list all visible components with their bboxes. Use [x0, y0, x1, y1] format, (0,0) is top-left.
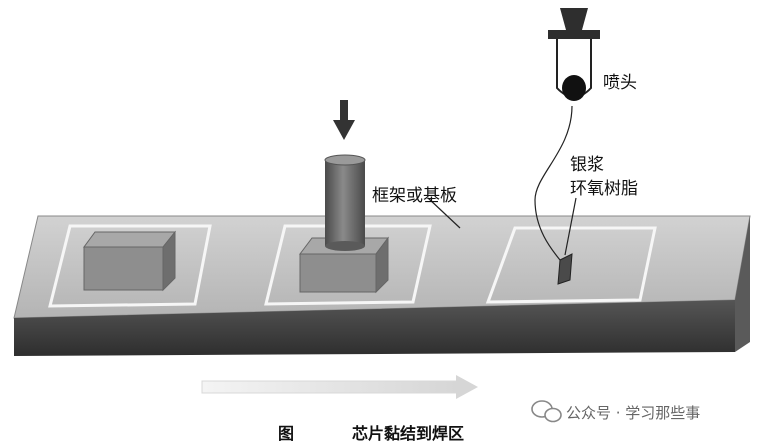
bond-pad-frame-3 [485, 226, 657, 304]
press-down-arrow [333, 100, 355, 140]
caption-prefix: 图 [278, 424, 295, 443]
leader-line-frame [427, 197, 461, 229]
press-cylinder [324, 154, 366, 251]
substrate-right-face [735, 216, 750, 352]
leader-line-adhesive [534, 105, 573, 261]
watermark-text: 公众号 · 学习那些事 [566, 404, 701, 422]
nozzle-label: 喷头 [603, 73, 637, 93]
substrate-front-face [14, 300, 735, 356]
frame-substrate-label: 框架或基板 [372, 186, 457, 206]
epoxy-label: 环氧树脂 [570, 179, 638, 199]
process-direction-arrow [201, 375, 478, 399]
nozzle [548, 8, 600, 101]
adhesive-dot [557, 253, 573, 285]
wechat-icon [531, 400, 562, 423]
caption-title: 芯片黏结到焊区 [352, 424, 465, 443]
silver-paste-label: 银浆 [570, 155, 604, 175]
bond-pad-frame-1 [48, 224, 212, 308]
bond-pad-frame-2 [264, 224, 432, 306]
chip-attached [83, 230, 177, 292]
chip-being-pressed [299, 236, 389, 294]
leader-line-epoxy [564, 197, 577, 256]
